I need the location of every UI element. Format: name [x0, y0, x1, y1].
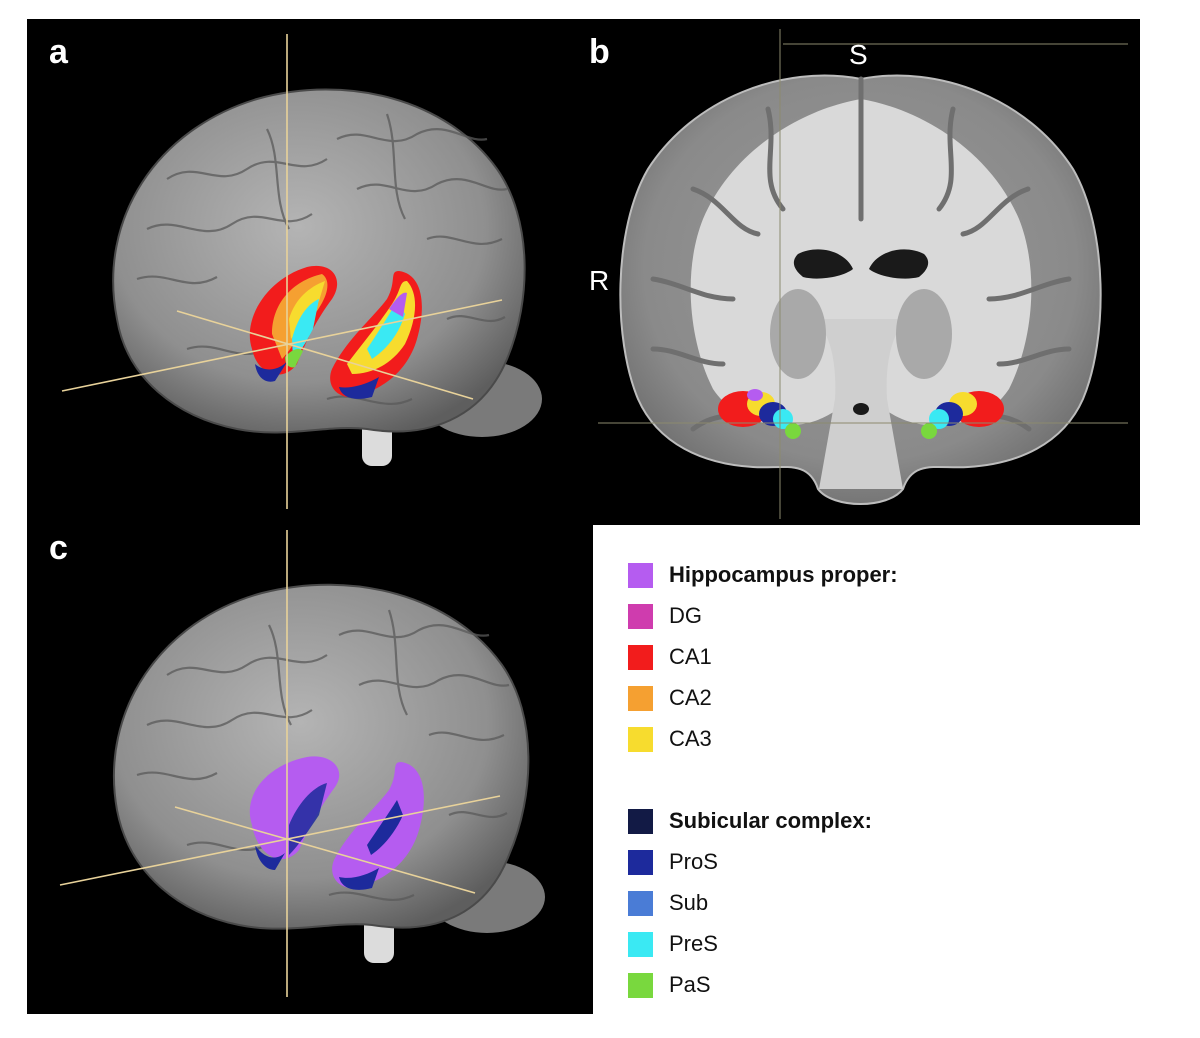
hippocampus-left-overlay: [921, 391, 1004, 439]
legend-swatch: [628, 685, 653, 711]
cerebrum: [112, 583, 530, 930]
legend-swatch: [628, 726, 653, 752]
legend-item-ca1: CA1: [628, 642, 712, 672]
deep-gray-matter: [770, 289, 952, 379]
brain-3d-render-a: [61, 34, 542, 509]
legend-item-label: PaS: [669, 972, 711, 997]
legend-item-label: CA2: [669, 685, 712, 710]
legend-item-pas: PaS: [628, 970, 711, 1000]
legend-item-label: PreS: [669, 931, 718, 956]
panel-b: b S R: [583, 19, 1140, 525]
legend-swatch: [628, 890, 653, 916]
legend-group-subicular-complex: Subicular complex:: [628, 806, 872, 836]
brain-3d-render-c: [59, 530, 545, 997]
legend-swatch: [628, 644, 653, 670]
orientation-right: R: [589, 265, 610, 296]
legend-item-label: Sub: [669, 890, 709, 915]
hippocampus-right-proper: [332, 762, 424, 890]
legend: Hippocampus proper: DG CA1 CA2 CA3 Subic…: [596, 530, 1200, 1038]
legend-group-title: Hippocampus proper:: [669, 562, 898, 587]
panel-letter-a: a: [49, 33, 68, 71]
legend-swatch: [628, 808, 653, 834]
hippocampus-right-subfields: [330, 271, 422, 399]
crosshair-lines: [59, 530, 501, 997]
crosshair-lines: [598, 29, 1128, 519]
panel-letter-b: b: [589, 33, 610, 71]
legend-item-label: CA3: [669, 726, 712, 751]
panel-letter-c: c: [49, 529, 68, 567]
legend-swatch: [628, 849, 653, 875]
legend-item-label: ProS: [669, 849, 718, 874]
legend-swatch: [628, 972, 653, 998]
cerebrum: [112, 88, 526, 434]
lateral-ventricles: [793, 249, 929, 415]
legend-item-label: CA1: [669, 644, 712, 669]
legend-swatch: [628, 603, 653, 629]
legend-item-ca3: CA3: [628, 724, 712, 754]
legend-swatch: [628, 562, 653, 588]
legend-item-pres: PreS: [628, 929, 718, 959]
legend-item-label: DG: [669, 603, 702, 628]
legend-item-pros: ProS: [628, 847, 718, 877]
gyri-texture: [136, 609, 510, 901]
legend-item-sub: Sub: [628, 888, 708, 918]
legend-swatch: [628, 931, 653, 957]
legend-group-title: Subicular complex:: [669, 808, 872, 833]
legend-item-dg: DG: [628, 601, 702, 631]
crosshair-lines: [61, 34, 503, 509]
coronal-mri-slice: [598, 29, 1128, 519]
legend-group-hippocampus-proper: Hippocampus proper:: [628, 560, 898, 590]
panel-a: a: [27, 19, 587, 525]
panel-c: c: [27, 525, 593, 1014]
legend-item-ca2: CA2: [628, 683, 712, 713]
orientation-superior: S: [849, 39, 868, 70]
